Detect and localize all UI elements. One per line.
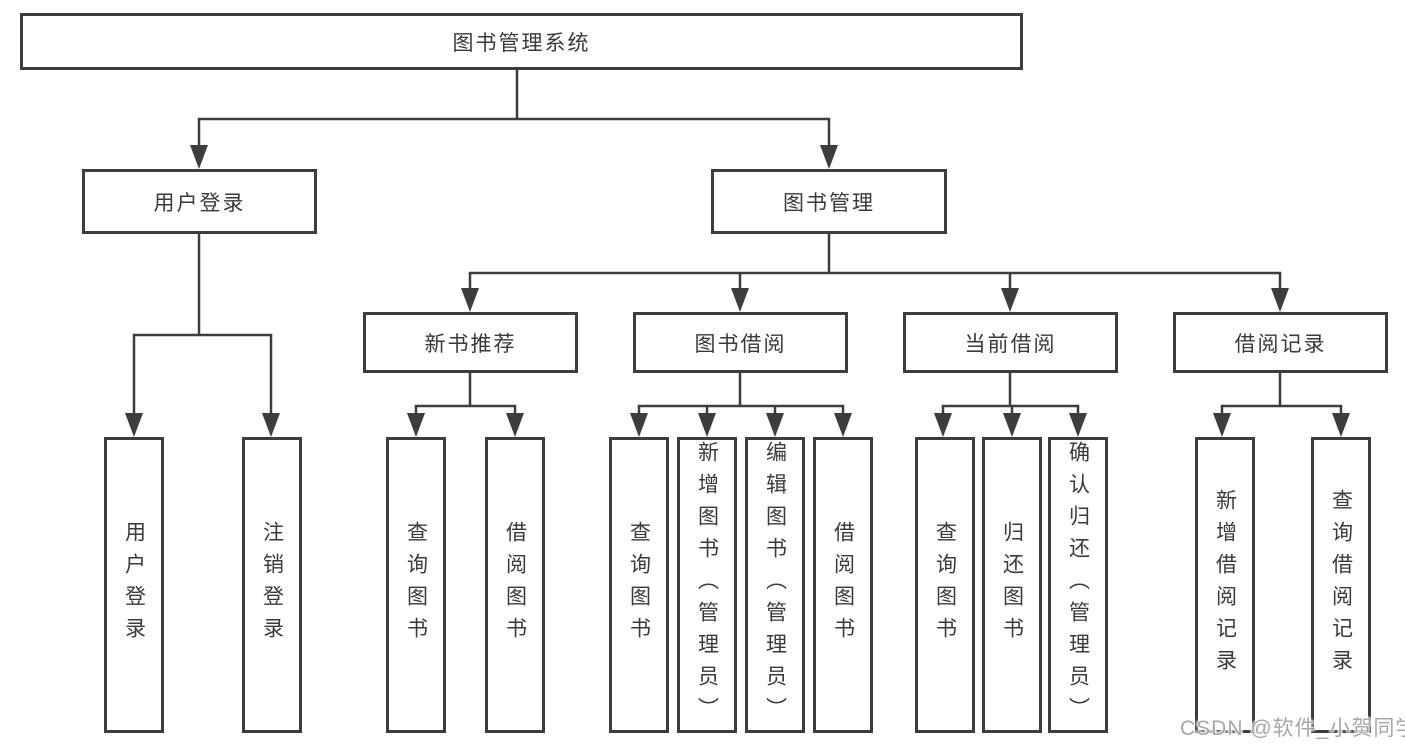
csdn-watermark: CSDN @软件_小贺同学 bbox=[1180, 717, 1405, 740]
arrow-head-icon bbox=[1003, 413, 1021, 437]
arrow-head-icon bbox=[125, 413, 143, 437]
leaf-query-books-recommend: 查询图书 bbox=[386, 437, 446, 733]
leaf-query-borrow-record: 查询借阅记录 bbox=[1311, 437, 1371, 733]
leaf-add-borrow-record: 新增借阅记录 bbox=[1195, 437, 1255, 733]
arrow-head-icon bbox=[407, 413, 425, 437]
node-current-borrowing: 当前借阅 bbox=[903, 312, 1118, 373]
leaf-logout: 注销登录 bbox=[242, 437, 302, 733]
arrow-head-icon bbox=[461, 288, 479, 312]
arrow-head-icon bbox=[1213, 413, 1231, 437]
arrow-head-icon bbox=[766, 413, 784, 437]
arrow-head-icon bbox=[834, 413, 852, 437]
arrow-head-icon bbox=[698, 413, 716, 437]
node-book-borrowing: 图书借阅 bbox=[633, 312, 848, 373]
node-new-book-recommend: 新书推荐 bbox=[363, 312, 578, 373]
arrow-head-icon bbox=[1001, 288, 1019, 312]
leaf-edit-book-admin: 编辑图书（管理员） bbox=[745, 437, 805, 733]
leaf-user-login: 用户登录 bbox=[104, 437, 164, 733]
arrow-head-icon bbox=[506, 413, 524, 437]
leaf-add-book-admin: 新增图书（管理员） bbox=[677, 437, 737, 733]
arrow-head-icon bbox=[731, 288, 749, 312]
leaf-query-books-borrowing: 查询图书 bbox=[609, 437, 669, 733]
node-root-system: 图书管理系统 bbox=[20, 13, 1023, 70]
leaf-borrow-books: 借阅图书 bbox=[813, 437, 873, 733]
arrow-head-icon bbox=[820, 145, 838, 169]
arrow-head-icon bbox=[630, 413, 648, 437]
node-borrowing-records: 借阅记录 bbox=[1173, 312, 1388, 373]
leaf-confirm-return-admin: 确认归还（管理员） bbox=[1048, 437, 1108, 733]
arrow-head-icon bbox=[1271, 288, 1289, 312]
node-book-management: 图书管理 bbox=[711, 169, 947, 234]
leaf-return-book: 归还图书 bbox=[982, 437, 1042, 733]
node-user-login: 用户登录 bbox=[82, 169, 317, 234]
arrow-head-icon bbox=[1332, 413, 1350, 437]
arrow-head-icon bbox=[190, 145, 208, 169]
leaf-borrow-books-recommend: 借阅图书 bbox=[485, 437, 545, 733]
arrow-head-icon bbox=[1069, 413, 1087, 437]
arrow-head-icon bbox=[934, 413, 952, 437]
arrow-head-icon bbox=[262, 413, 280, 437]
leaf-query-books-current: 查询图书 bbox=[915, 437, 975, 733]
